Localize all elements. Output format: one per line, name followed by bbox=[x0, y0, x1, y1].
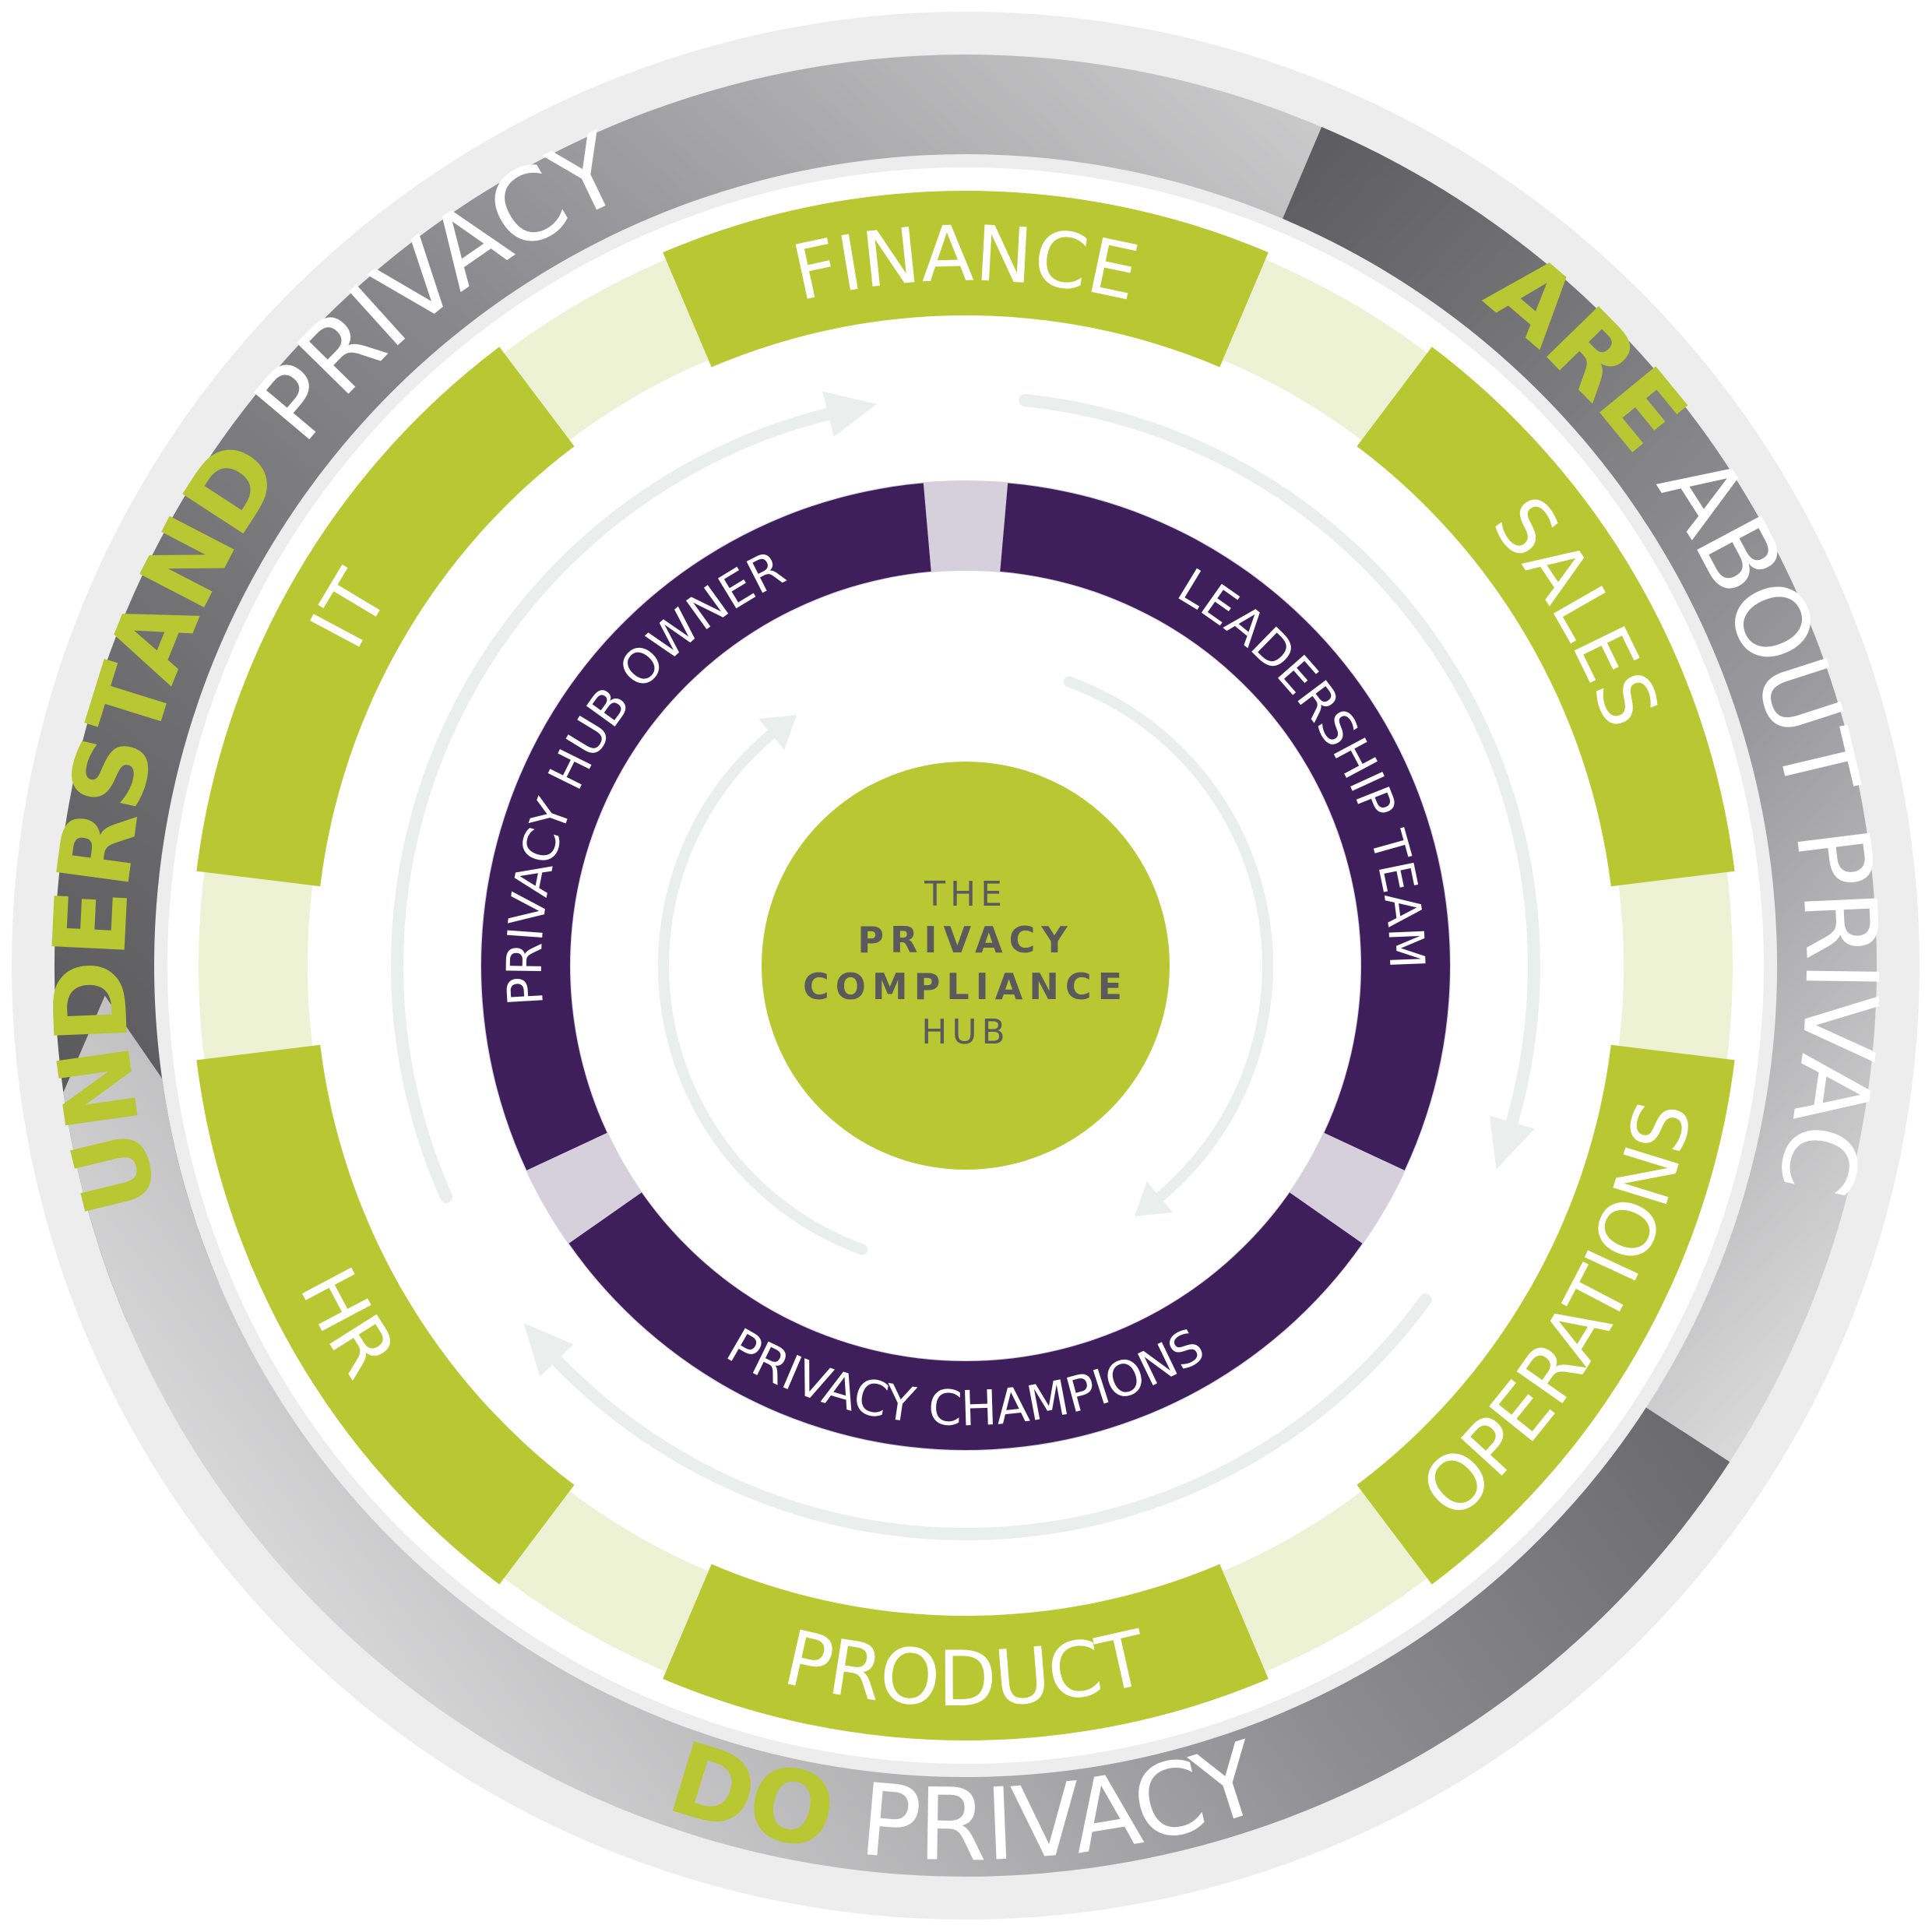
hub-line-the: THE bbox=[924, 875, 1007, 914]
hub-line-compliance: COMPLIANCE bbox=[803, 966, 1128, 1008]
circulation-arrow-line bbox=[550, 1293, 1432, 1540]
dept-segment-sales bbox=[1357, 347, 1735, 887]
team-segment-2 bbox=[568, 1192, 1363, 1451]
hub-circle bbox=[762, 762, 1170, 1170]
circulation-arrow-line bbox=[391, 407, 835, 1203]
circulation-arrow-line bbox=[1019, 394, 1540, 1129]
hub-arrow-line bbox=[1063, 676, 1273, 1203]
dept-segment-hr bbox=[196, 1044, 575, 1585]
dept-segment-finance bbox=[663, 190, 1269, 368]
team-segment-1 bbox=[1000, 483, 1450, 1170]
hub-arrow-head bbox=[758, 715, 797, 750]
hub-arrow-line bbox=[658, 728, 868, 1255]
hub-arrow-head bbox=[1135, 1181, 1174, 1216]
circulation-arrow-head bbox=[822, 391, 877, 437]
dept-segment-it bbox=[196, 347, 575, 887]
circulation-arrow-head bbox=[1489, 1115, 1535, 1170]
team-segment-0 bbox=[481, 483, 931, 1170]
hub-line-hub: HUB bbox=[921, 1012, 1009, 1052]
dept-segment-operations bbox=[1357, 1044, 1735, 1585]
dept-segment-product bbox=[663, 1564, 1269, 1741]
outer-arrow-understand bbox=[54, 55, 1448, 1322]
hub-line-privacy: PRIVACY bbox=[857, 919, 1073, 961]
circulation-arrow-head bbox=[523, 1323, 574, 1377]
outer-arrow-care bbox=[1283, 127, 1877, 1719]
outer-arrow-do bbox=[63, 995, 1730, 1877]
